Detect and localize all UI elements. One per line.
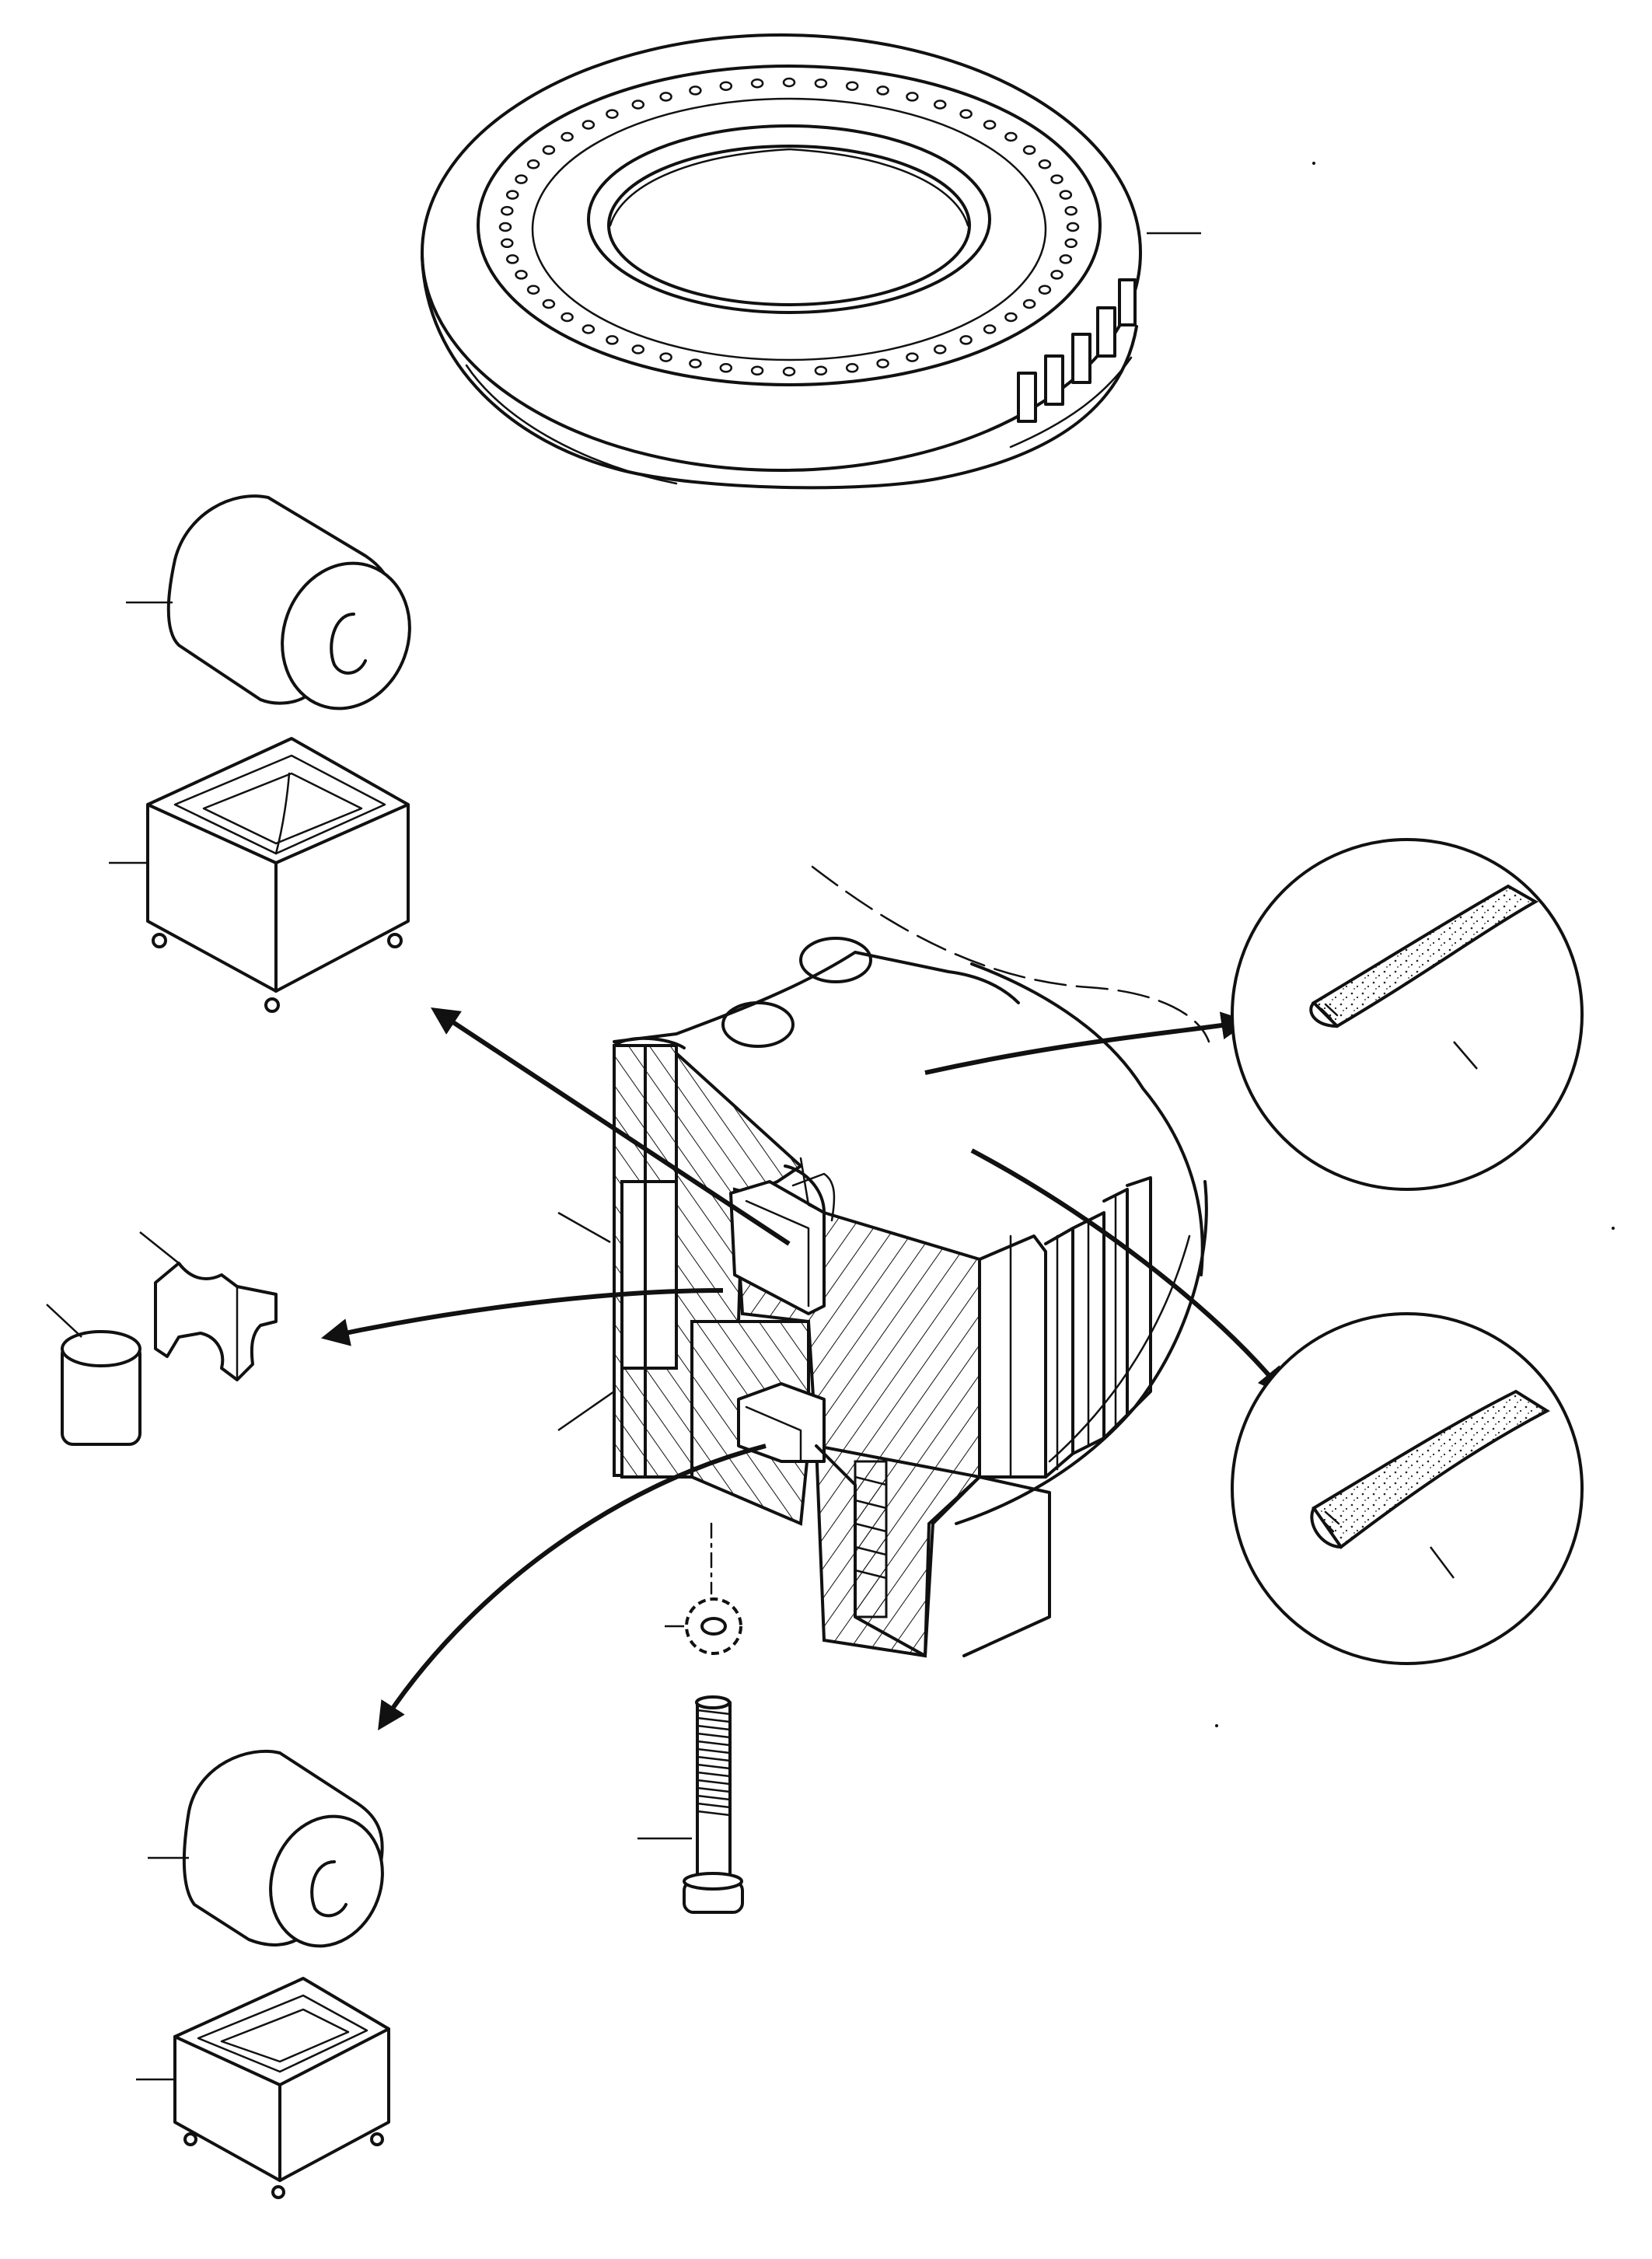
bolt-hole	[582, 324, 595, 334]
bearing-cross-section	[557, 865, 1210, 1658]
bolt-thread	[696, 1771, 732, 1778]
bolt-hole	[526, 285, 540, 295]
bolt-hole	[959, 109, 973, 119]
bolt-hole	[845, 363, 859, 373]
bolt-hole	[876, 86, 889, 96]
lock-washer	[665, 1597, 742, 1655]
bolt-hole	[719, 81, 733, 91]
cylindrical-roller-upper	[126, 494, 411, 711]
bolt-hole	[750, 365, 764, 376]
bolt-hole	[606, 335, 619, 345]
bolt-hole	[1022, 299, 1036, 309]
bolt-hole	[689, 86, 702, 96]
bolt-hole	[659, 352, 672, 362]
bolt-hole	[1064, 238, 1077, 249]
bolt	[637, 1695, 744, 1914]
bolt-hole	[501, 238, 514, 249]
bolt-hole	[933, 344, 947, 354]
bolt-hole	[631, 344, 645, 354]
bolt-hole	[689, 358, 702, 368]
bolt-hole	[542, 145, 556, 155]
bolt-thread	[696, 1755, 732, 1762]
bolt-hole	[782, 366, 796, 377]
bolt-hole	[542, 299, 556, 309]
slewing-ring	[421, 33, 1201, 490]
seal-lower	[1231, 1312, 1584, 1665]
bolt-hole	[719, 363, 733, 373]
bolt-hole	[1022, 145, 1036, 155]
bolt-thread	[696, 1716, 732, 1723]
bolt-hole	[498, 222, 512, 232]
bolt-hole	[1064, 205, 1077, 216]
bolt-hole	[1004, 131, 1018, 142]
dowel-pin	[46, 1304, 141, 1446]
bolt-hole	[750, 78, 764, 89]
bolt-thread	[696, 1810, 732, 1817]
bolt-hole	[505, 190, 519, 200]
threaded-hole	[854, 1460, 888, 1618]
bolt-thread	[696, 1794, 732, 1801]
cylindrical-roller-lower	[148, 1749, 384, 1948]
bolt-hole	[1038, 285, 1052, 295]
bolt-hole	[1004, 312, 1018, 323]
bolt-hole	[606, 109, 619, 119]
bolt-hole	[1038, 159, 1052, 169]
bolt-thread	[696, 1747, 732, 1754]
bolt-hole	[814, 365, 828, 376]
bolt-hole	[501, 205, 514, 216]
bolt-hole	[959, 335, 973, 345]
bolt-thread	[696, 1779, 732, 1786]
bolt-hole	[561, 131, 574, 142]
bolt-holes	[498, 77, 1080, 377]
roller-cage-upper	[109, 737, 410, 1013]
bolt-hole	[983, 324, 997, 334]
bolt-thread	[696, 1732, 732, 1739]
gear-teeth	[1017, 278, 1137, 423]
bolt-hole	[1059, 190, 1073, 200]
bolt-hole	[933, 100, 947, 110]
bolt-hole	[505, 254, 519, 264]
explode-arrows	[320, 1007, 1287, 1731]
bolt-thread	[696, 1740, 732, 1747]
bolt-hole	[515, 270, 528, 280]
bolt-thread	[696, 1709, 732, 1716]
bolt-thread	[696, 1724, 732, 1731]
bolt-hole	[582, 120, 595, 130]
bolt-hole	[1050, 270, 1063, 280]
spacer	[139, 1231, 278, 1381]
bolt-thread	[696, 1786, 732, 1793]
bolt-thread	[696, 1763, 732, 1770]
bolt-hole	[906, 352, 919, 362]
seal-upper	[1231, 838, 1584, 1191]
bolt-hole	[1059, 254, 1073, 264]
bolt-hole	[983, 120, 997, 130]
bolt-hole	[1066, 222, 1080, 232]
bolt-hole	[876, 358, 889, 368]
bolt-hole	[515, 174, 528, 184]
bolt-hole	[631, 100, 645, 110]
bolt-hole	[1050, 174, 1063, 184]
bolt-hole	[814, 78, 828, 89]
bolt-hole	[845, 81, 859, 91]
bolt-hole	[782, 77, 796, 88]
bolt-hole	[906, 92, 919, 102]
bolt-hole	[561, 312, 574, 323]
bolt-hole	[659, 92, 672, 102]
bolt-hole	[526, 159, 540, 169]
roller-cage-lower	[136, 1977, 390, 2199]
bolt-thread	[696, 1802, 732, 1809]
